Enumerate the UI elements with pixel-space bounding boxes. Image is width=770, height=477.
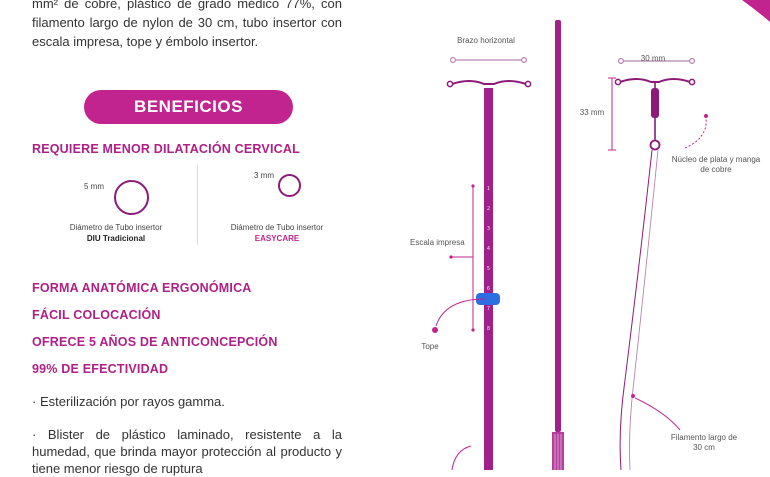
easycare-diameter-circle xyxy=(278,174,301,197)
traditional-diameter-circle xyxy=(114,180,149,215)
filament-thread xyxy=(629,149,659,470)
easycare-caption-block: Diámetro de Tubo insertor EASYCARE xyxy=(192,222,362,244)
traditional-size: 5 mm xyxy=(84,182,104,191)
corner-accent xyxy=(742,0,770,22)
label-stop: Tope xyxy=(421,342,439,351)
scale-mark: 2 xyxy=(487,206,490,212)
lower-pointer xyxy=(451,445,472,470)
scale-mark: 3 xyxy=(487,226,490,232)
intro-text: mm² de cobre, plástico de grado médico 7… xyxy=(32,0,342,49)
plunger xyxy=(552,20,564,470)
feature-effectiveness: 99% DE EFECTIVIDAD xyxy=(32,362,169,376)
feature-five-years: OFRECE 5 AÑOS DE ANTICONCEPCIÓN xyxy=(32,335,278,349)
printed-scale-marks: 1 2 3 4 5 6 7 8 xyxy=(487,186,490,332)
copper-sleeve xyxy=(651,88,659,118)
blue-stop xyxy=(476,293,500,305)
scale-mark: 7 xyxy=(487,306,490,312)
bullet-sterilization: · Esterilización por rayos gamma. xyxy=(32,394,225,409)
easycare-caption: Diámetro de Tubo insertor xyxy=(230,223,324,232)
arm-tip xyxy=(446,80,454,88)
stop-pointer-dot xyxy=(432,327,438,333)
scale-mark: 6 xyxy=(487,286,490,292)
iud-arms xyxy=(619,78,691,83)
bracket-end xyxy=(471,184,475,188)
inserter-tube xyxy=(484,88,493,470)
scale-mark: 5 xyxy=(487,266,490,272)
label-horizontal-arm: Brazo horizontal xyxy=(457,36,515,45)
bracket-end xyxy=(471,328,475,332)
iud-loop xyxy=(649,139,661,151)
inserter-assembly: 1 2 3 4 5 6 7 8 xyxy=(432,56,532,470)
traditional-caption: Diámetro de Tubo insertor xyxy=(69,223,163,232)
label-core: Núcleo de plata y manga de cobre xyxy=(671,155,761,174)
arm-tip xyxy=(524,80,532,88)
pointer-dot xyxy=(449,255,453,259)
label-filament: Filamento largo de 30 cm xyxy=(670,433,738,452)
filament-pointer xyxy=(634,397,681,431)
scale-mark: 8 xyxy=(487,326,490,332)
label-printed-scale: Escala impresa xyxy=(410,238,465,247)
bullet-blister: · Blister de plástico laminado, resisten… xyxy=(32,427,342,476)
filament-thread xyxy=(619,149,653,470)
pointer-dot xyxy=(450,56,457,63)
feature-ergonomic: FORMA ANATÓMICA ERGONÓMICA xyxy=(32,281,252,295)
stop-pointer xyxy=(435,298,486,327)
pointer-dot xyxy=(520,56,527,63)
iud-horizontal-arm xyxy=(451,80,527,85)
label-width: 30 mm xyxy=(640,54,666,63)
traditional-caption-block: Diámetro de Tubo insertor DIU Tradiciona… xyxy=(31,222,201,244)
comparison-divider xyxy=(197,165,198,245)
traditional-name: DIU Tradicional xyxy=(86,234,146,243)
dilation-heading: REQUIERE MENOR DILATACIÓN CERVICAL xyxy=(32,142,300,156)
easycare-size: 3 mm xyxy=(254,171,274,180)
scale-mark: 1 xyxy=(487,186,490,192)
scale-mark: 4 xyxy=(487,246,490,252)
iud-device xyxy=(608,57,708,470)
easycare-name: EASYCARE xyxy=(254,234,300,243)
feature-easy-placement: FÁCIL COLOCACIÓN xyxy=(32,308,161,322)
core-pointer xyxy=(684,117,707,149)
plunger-rod xyxy=(555,20,561,432)
label-height: 33 mm xyxy=(579,108,605,117)
benefits-heading: BENEFICIOS xyxy=(84,90,293,124)
